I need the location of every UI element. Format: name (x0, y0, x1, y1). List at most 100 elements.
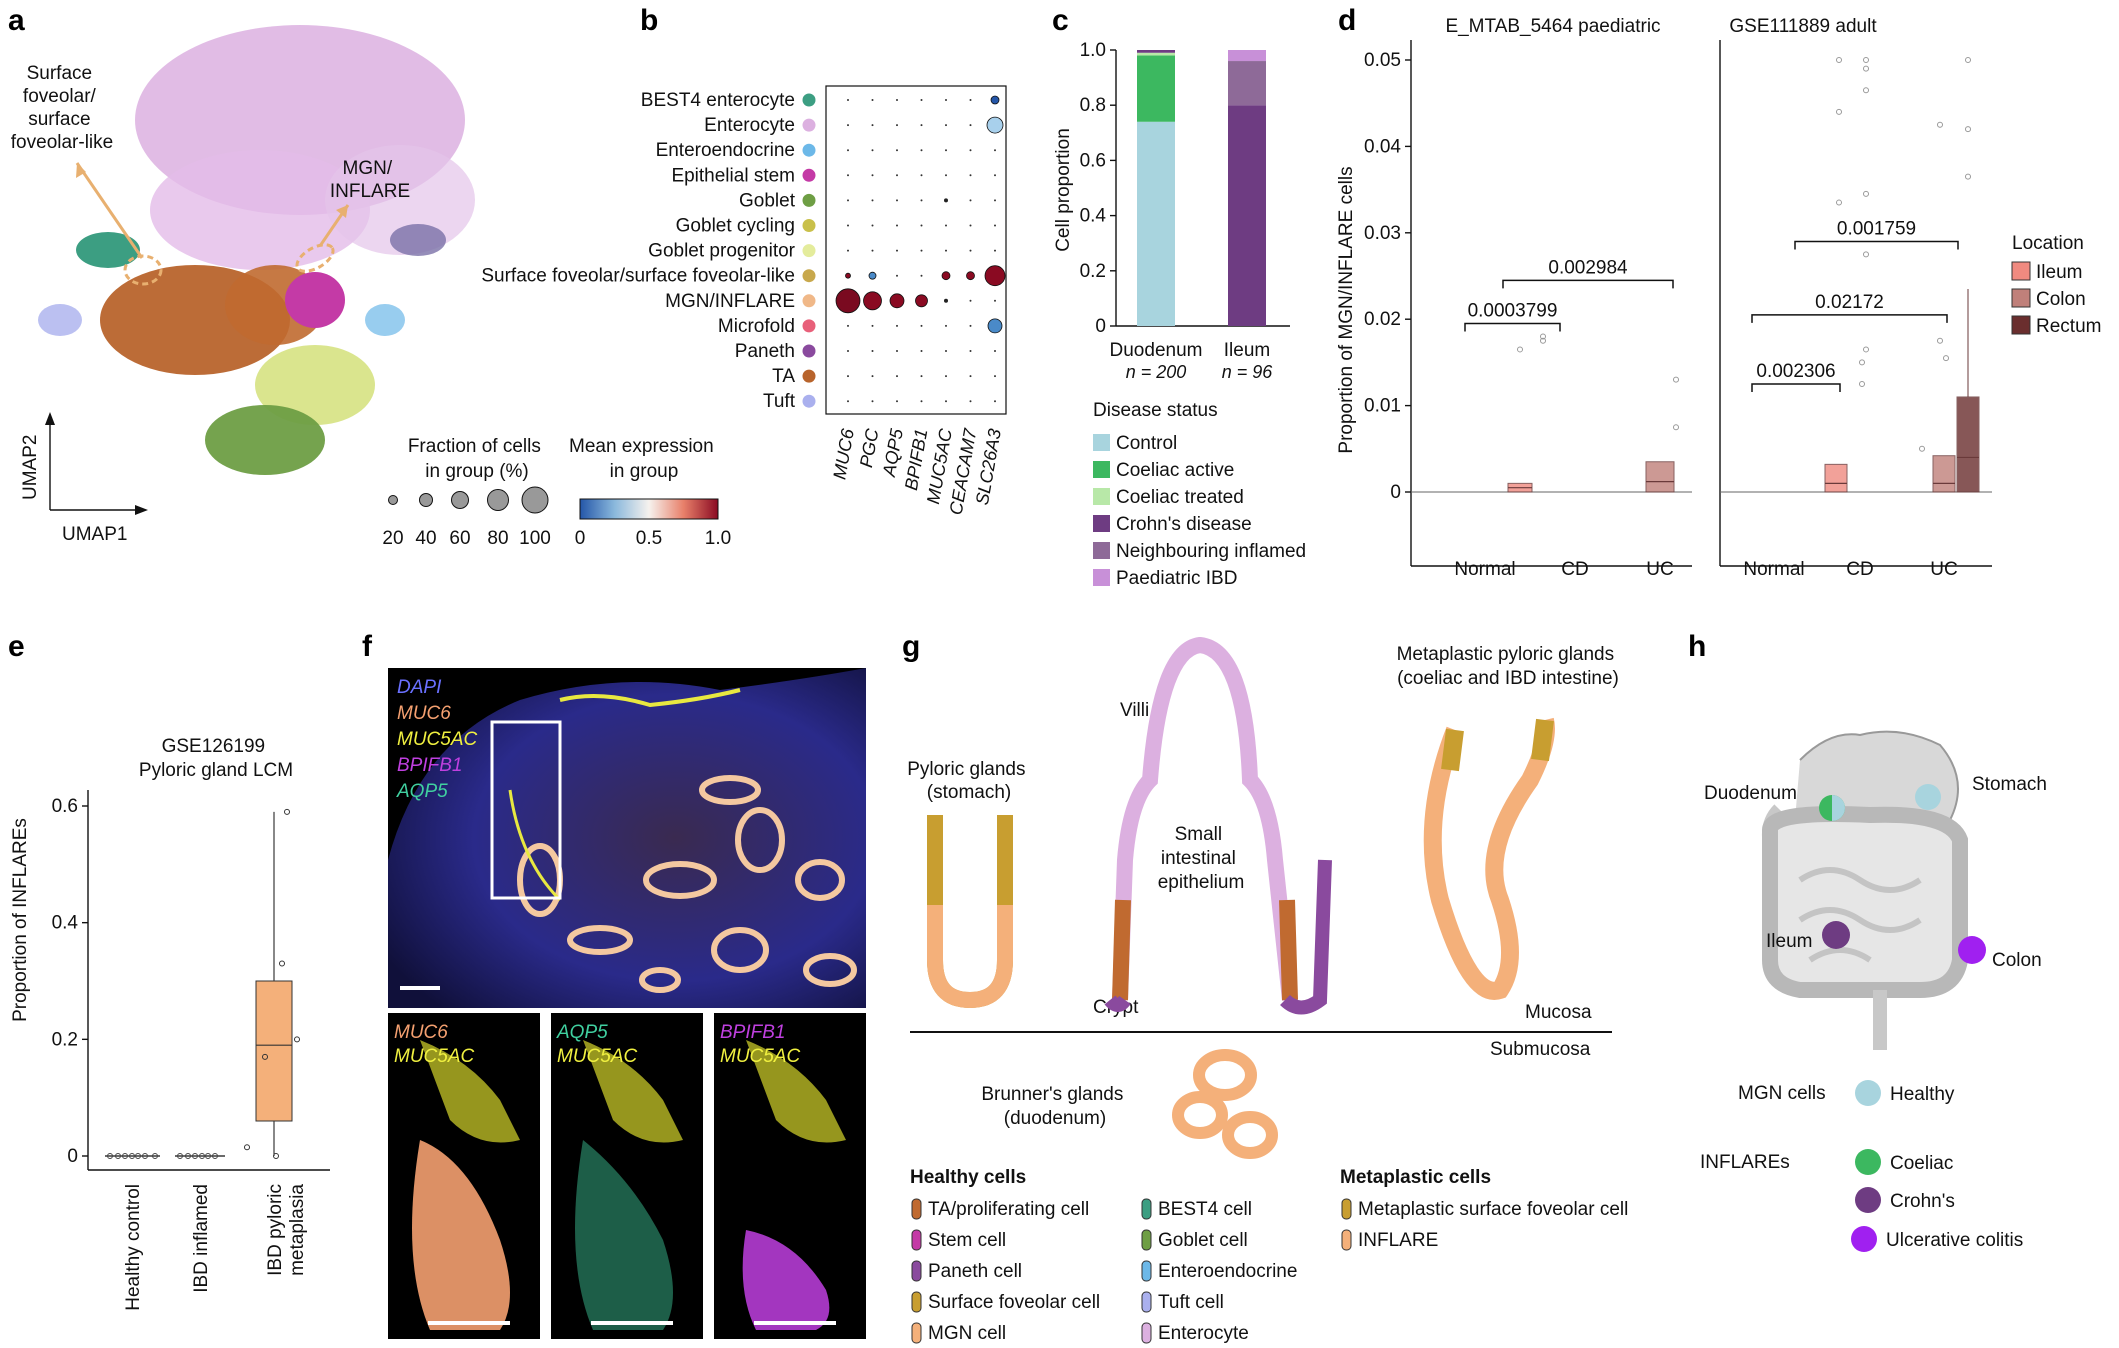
e-point (212, 1153, 218, 1159)
dotplot-dot (896, 400, 898, 403)
bar-legend-swatch (1093, 569, 1110, 586)
color-legend-title: Mean expression in group (569, 436, 719, 482)
size-legend-dot (419, 493, 433, 507)
dotplot-dot (994, 174, 996, 177)
d-pvalue: 0.002306 (1756, 361, 1835, 382)
size-legend-tick: 60 (449, 528, 470, 549)
g-healthy-title: Healthy cells (910, 1167, 1026, 1188)
d-outlier (1943, 355, 1949, 362)
h-legend-label: Coeliac (1890, 1153, 1953, 1174)
h-small-intestine (1798, 867, 1922, 963)
h-legend-label: Ulcerative colitis (1886, 1230, 2023, 1251)
d-outlier (1863, 87, 1869, 94)
dotplot-dot (969, 375, 972, 378)
bar-legend-swatch (1093, 515, 1110, 532)
bar-n-label: n = 96 (1222, 362, 1274, 382)
dotplot-dot (990, 95, 1000, 105)
f-inset-label-bottom: MUC5AC (394, 1046, 475, 1067)
d-outlier (1836, 108, 1842, 115)
bar-ytick: 0.6 (1080, 150, 1106, 171)
dotplot-dot (871, 400, 874, 403)
dotplot-dot (994, 199, 996, 202)
umap-axis-x-label: UMAP1 (62, 524, 127, 545)
panel-label-f: f (362, 630, 373, 663)
h-legend-dot (1855, 1080, 1881, 1106)
dotplot-dot (847, 99, 849, 101)
dotplot-dot (871, 224, 874, 227)
color-tick-1: 1.0 (705, 528, 731, 549)
g-legend-label: Goblet cell (1158, 1230, 1248, 1251)
g-brunner-1 (1193, 1049, 1257, 1101)
d-outlier (1673, 424, 1679, 431)
dotplot-row-color (802, 394, 816, 408)
d-outlier (1965, 173, 1971, 180)
g-legend-swatch (911, 1198, 922, 1220)
f-glands (508, 688, 857, 993)
e-point (273, 1153, 279, 1159)
e-point (142, 1153, 148, 1159)
panel-label-c: c (1052, 4, 1069, 37)
g-legend-swatch (911, 1229, 922, 1251)
e-point (262, 1053, 268, 1060)
dotplot-dot (944, 298, 948, 303)
dotplot-dot (945, 400, 947, 403)
d-outlier (1540, 333, 1546, 340)
umap-cluster-enterocyte-3 (325, 145, 475, 255)
dotplot-row-label: Goblet cycling (676, 216, 795, 237)
e-point (199, 1153, 205, 1159)
d-title-1: E_MTAB_5464 paediatric (1445, 16, 1660, 37)
bar-ytick: 0.8 (1080, 95, 1106, 116)
dotplot-dot (835, 288, 861, 314)
dotplot-row-color (802, 93, 816, 107)
bar-legend-swatch (1093, 488, 1110, 505)
bar-category: Ileum (1224, 340, 1270, 361)
d-outlier (1965, 57, 1971, 63)
dotplot-dot (945, 224, 947, 227)
bar-segment (1137, 52, 1175, 56)
dotplot-dot (889, 293, 905, 309)
dotplot-row-color (802, 193, 816, 207)
dotplot-row-color (802, 143, 816, 157)
g-metaplastic-gland (1423, 717, 1555, 1000)
dotplot-dot (994, 224, 996, 227)
h-legend-dot (1855, 1187, 1881, 1213)
d-bracket (1502, 279, 1674, 289)
dotplot-dot (847, 324, 849, 327)
dotplot-dot (896, 149, 898, 152)
g-legend-swatch (1141, 1198, 1152, 1220)
d-legend-swatch (2011, 288, 2031, 308)
d-title-2: GSE111889 adult (1729, 16, 1877, 37)
e-point (107, 1153, 113, 1159)
d-bracket (1464, 322, 1561, 332)
e-xtick: IBD inflamed (191, 1184, 212, 1293)
g-legend-swatch (1341, 1198, 1352, 1220)
d-outlier (1863, 190, 1869, 197)
dotplot-dot (847, 124, 849, 127)
dotplot-dot (945, 249, 947, 252)
umap-cluster-goblet (205, 405, 325, 475)
g-legend-label: Paneth cell (928, 1261, 1022, 1282)
d-pvalue: 0.001759 (1837, 218, 1916, 239)
d-outlier (1673, 376, 1679, 383)
dotplot-dot (896, 124, 898, 127)
g-legend-swatch (1141, 1260, 1152, 1282)
dotplot-row-color (802, 319, 816, 333)
d-outlier (1863, 65, 1869, 72)
g-legend-swatch (1141, 1229, 1152, 1251)
e-point (115, 1153, 121, 1159)
dotplot-dot (871, 324, 874, 327)
bar-ytick: 0 (1095, 316, 1106, 337)
bar-legend-label: Control (1116, 433, 1177, 454)
bar-ylabel: Cell proportion (1053, 128, 1074, 252)
bar-legend-label: Neighbouring inflamed (1116, 541, 1306, 562)
dotplot-row-color (802, 219, 816, 232)
dotplot-dot (969, 249, 972, 252)
dotplot-dot (920, 324, 923, 327)
umap-axis-y-label: UMAP2 (20, 435, 41, 500)
g-legend-label: Enteroendocrine (1158, 1261, 1297, 1282)
f-legend-label: MUC5AC (397, 729, 478, 750)
